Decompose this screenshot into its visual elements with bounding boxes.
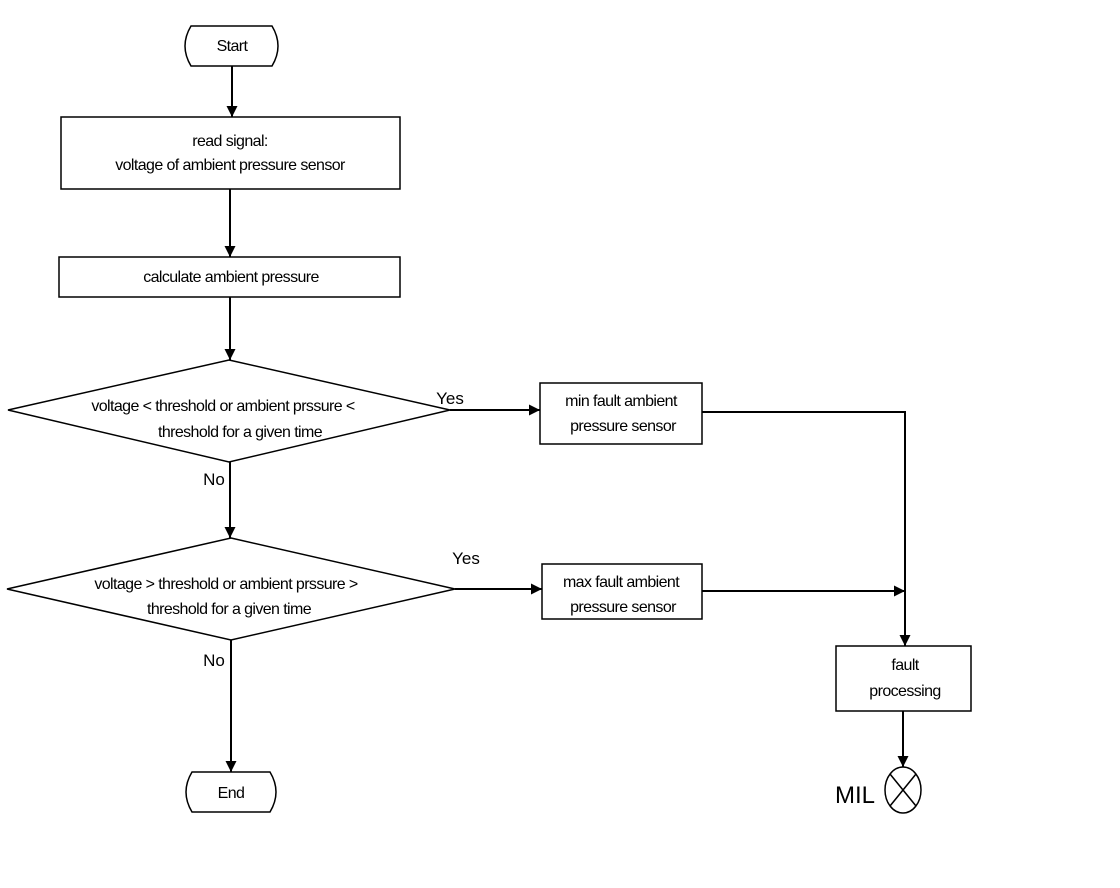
edge-label-yes-1: Yes bbox=[436, 389, 464, 408]
mil-lamp-icon bbox=[884, 766, 922, 814]
decision-min: voltage < threshold or ambient prssure <… bbox=[7, 359, 451, 463]
start-label: Start bbox=[217, 38, 249, 55]
read-signal-box: read signal: voltage of ambient pressure… bbox=[60, 116, 401, 190]
calculate-label: calculate ambient pressure bbox=[143, 269, 319, 286]
min-fault-label-line1: min fault ambient bbox=[565, 393, 678, 410]
min-fault-label-line2: pressure sensor bbox=[570, 418, 677, 435]
edge-label-yes-2: Yes bbox=[452, 549, 480, 568]
edge-min-fault-to-fault-processing bbox=[702, 411, 911, 646]
mil-label: MIL bbox=[835, 782, 875, 809]
fault-processing-box: fault processing bbox=[835, 645, 972, 712]
max-fault-label-line2: pressure sensor bbox=[570, 599, 677, 616]
decision-min-label-line1: voltage < threshold or ambient prssure < bbox=[91, 398, 355, 415]
fault-processing-label-line1: fault bbox=[891, 657, 919, 674]
max-fault-box: max fault ambient pressure sensor bbox=[541, 563, 703, 620]
decision-max: voltage > threshold or ambient prssure >… bbox=[6, 537, 456, 641]
decision-max-label-line1: voltage > threshold or ambient prssure > bbox=[94, 576, 358, 593]
decision-max-label-line2: threshold for a given time bbox=[147, 601, 312, 618]
calculate-box: calculate ambient pressure bbox=[58, 256, 401, 298]
read-signal-label-line2: voltage of ambient pressure sensor bbox=[115, 157, 346, 174]
edge-label-no-2: No bbox=[203, 651, 225, 670]
start-terminator: Start bbox=[184, 25, 279, 67]
decision-min-label-line2: threshold for a given time bbox=[158, 424, 323, 441]
min-fault-box: min fault ambient pressure sensor bbox=[539, 382, 703, 445]
connectors bbox=[224, 66, 911, 772]
read-signal-label-line1: read signal: bbox=[192, 133, 268, 150]
fault-processing-label-line2: processing bbox=[869, 683, 940, 700]
edge-label-no-1: No bbox=[203, 470, 225, 489]
end-label: End bbox=[218, 785, 245, 802]
end-terminator: End bbox=[185, 771, 277, 813]
max-fault-label-line1: max fault ambient bbox=[563, 574, 680, 591]
